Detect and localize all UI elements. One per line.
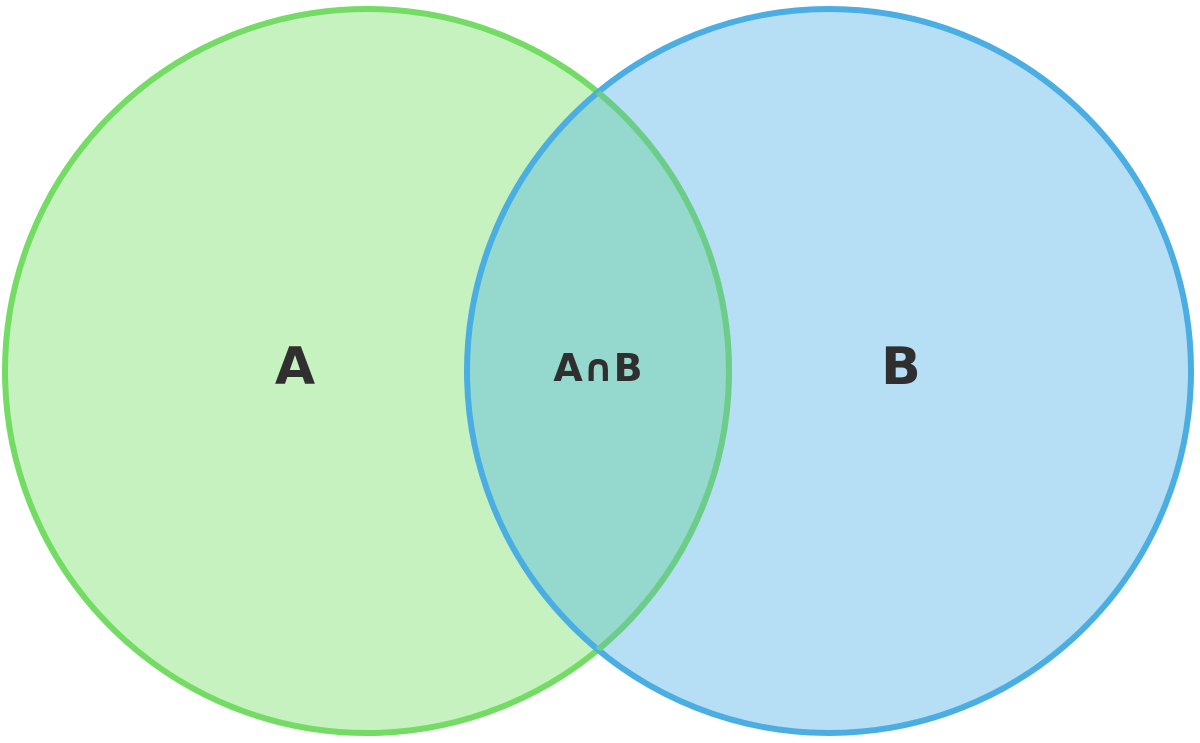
set-a-label: A (275, 337, 315, 397)
intersection-label: A∩B (553, 346, 642, 390)
set-b-label: B (881, 337, 921, 397)
set-a-outline-inside-b (467, 9, 732, 733)
intersection-region (467, 9, 729, 733)
set-b-outline (464, 6, 1194, 736)
